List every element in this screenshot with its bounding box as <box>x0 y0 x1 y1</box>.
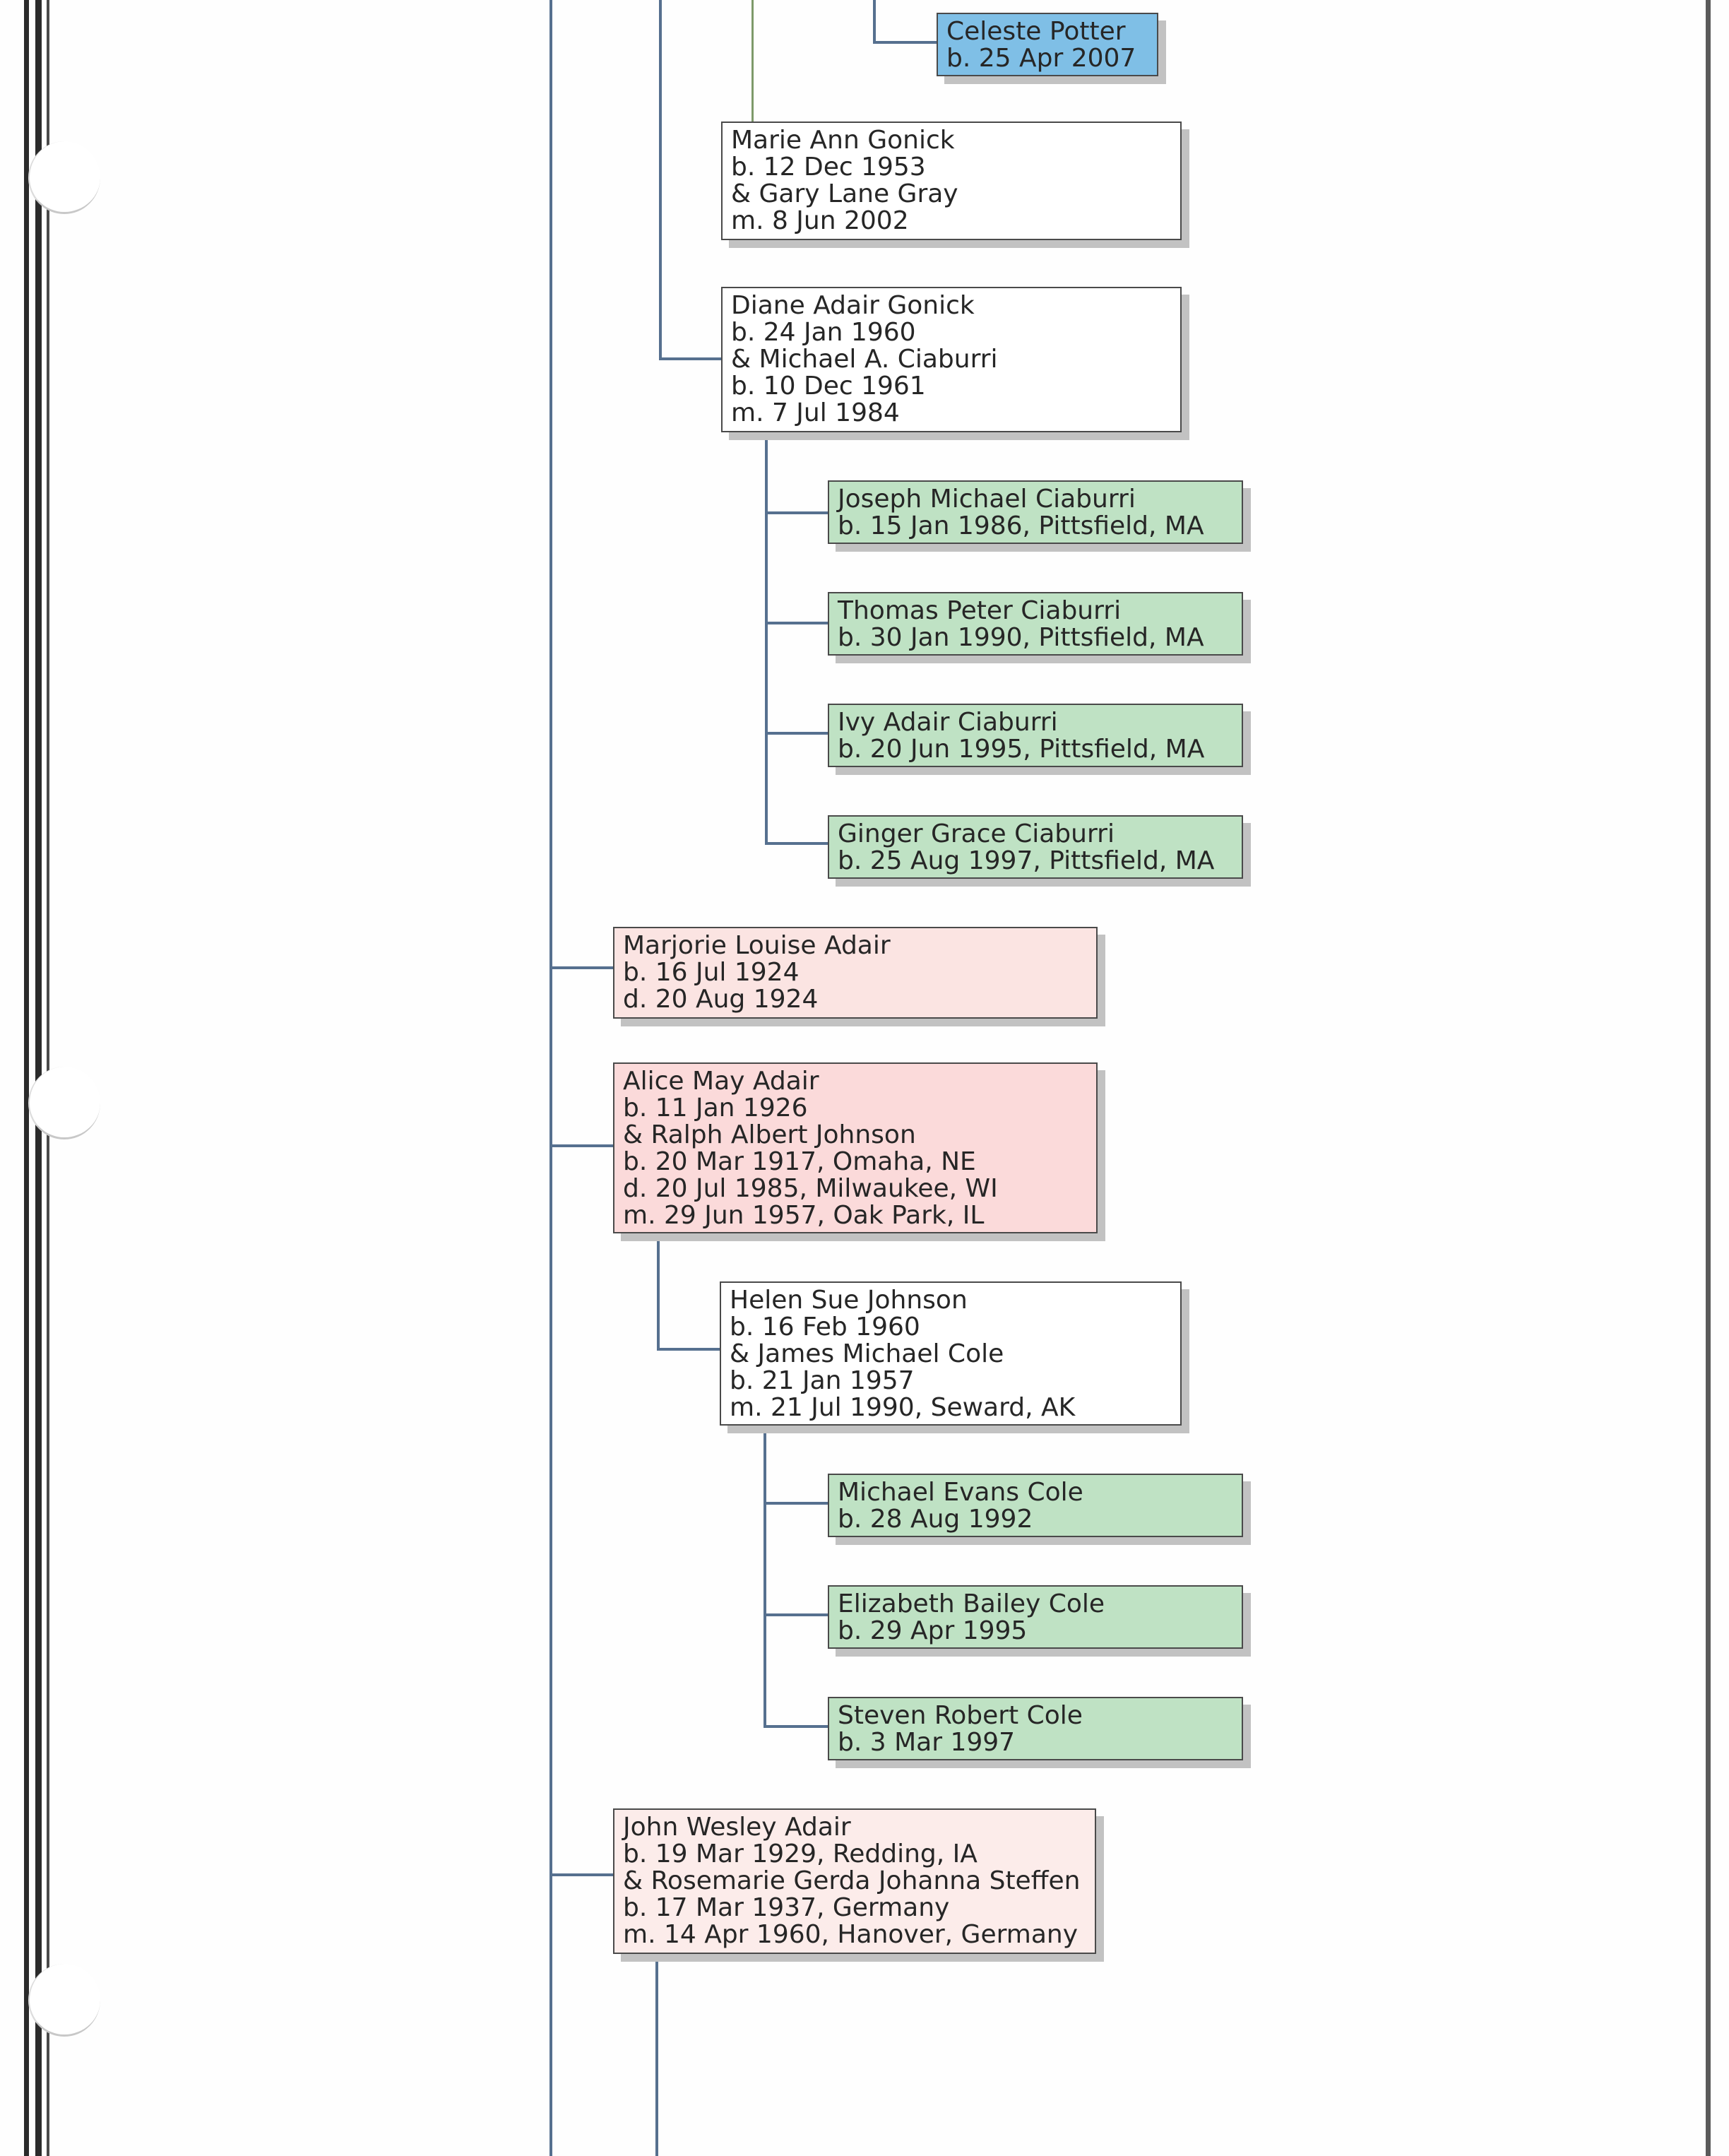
person-detail: b. 12 Dec 1953 <box>731 153 926 182</box>
branch-line-potter <box>873 0 876 44</box>
branch-line-johnson <box>657 1232 660 1351</box>
spouse-name: & Michael A. Ciaburri <box>731 345 998 374</box>
person-detail: m. 7 Jul 1984 <box>731 398 900 427</box>
spouse-name: & Gary Lane Gray <box>731 179 958 208</box>
person-detail: b. 28 Aug 1992 <box>838 1505 1033 1534</box>
person-detail: b. 11 Jan 1926 <box>623 1094 808 1123</box>
person-detail: b. 30 Jan 1990, Pittsfield, MA <box>838 623 1204 652</box>
connector-alice <box>549 1144 614 1147</box>
person-detail: b. 20 Jun 1995, Pittsfield, MA <box>838 735 1205 764</box>
connector-celeste <box>873 41 937 44</box>
person-box-diane-adair-gonick: Diane Adair Gonick b. 24 Jan 1960 & Mich… <box>721 287 1182 432</box>
person-detail: m. 29 Jun 1957, Oak Park, IL <box>623 1201 985 1230</box>
person-detail: b. 21 Jan 1957 <box>730 1366 915 1395</box>
branch-line-cole <box>764 1424 766 1728</box>
spouse-name: & Ralph Albert Johnson <box>623 1120 916 1149</box>
person-box-helen-sue-johnson: Helen Sue Johnson b. 16 Feb 1960 & James… <box>720 1281 1182 1426</box>
connector-helen <box>657 1348 720 1351</box>
person-detail: b. 20 Mar 1917, Omaha, NE <box>623 1147 976 1176</box>
person-box-marie-ann-gonick: Marie Ann Gonick b. 12 Dec 1953 & Gary L… <box>721 122 1182 240</box>
person-detail: b. 19 Mar 1929, Redding, IA <box>623 1840 978 1868</box>
person-detail: b. 3 Mar 1997 <box>838 1728 1016 1757</box>
branch-line-gonick <box>659 0 662 360</box>
person-detail: m. 14 Apr 1960, Hanover, Germany <box>623 1920 1079 1949</box>
spouse-name: & Rosemarie Gerda Johanna Steffen <box>623 1866 1081 1895</box>
connector-steven <box>764 1725 830 1728</box>
person-detail: b. 25 Aug 1997, Pittsfield, MA <box>838 846 1215 875</box>
person-name: Alice May Adair <box>623 1067 819 1096</box>
connector-marie-ann <box>751 0 754 122</box>
person-name: Diane Adair Gonick <box>731 291 975 320</box>
connector-ivy <box>765 732 830 735</box>
connector-elizabeth <box>764 1613 830 1616</box>
connector-diane <box>659 357 721 360</box>
person-box-thomas-peter-ciaburri: Thomas Peter Ciaburri b. 30 Jan 1990, Pi… <box>828 592 1243 656</box>
person-box-steven-robert-cole: Steven Robert Cole b. 3 Mar 1997 <box>828 1697 1243 1760</box>
connector-ginger <box>765 842 830 845</box>
person-name: Marie Ann Gonick <box>731 126 955 155</box>
person-detail: b. 29 Apr 1995 <box>838 1616 1028 1645</box>
spouse-name: & James Michael Cole <box>730 1339 1004 1368</box>
person-detail: m. 8 Jun 2002 <box>731 206 909 235</box>
connector-joseph <box>765 511 830 514</box>
person-name: Ivy Adair Ciaburri <box>838 708 1058 737</box>
person-name: Marjorie Louise Adair <box>623 931 891 960</box>
branch-line-john <box>655 1953 658 2156</box>
branch-line-ciaburri <box>765 432 768 845</box>
connector-marjorie <box>549 966 614 969</box>
person-detail: b. 15 Jan 1986, Pittsfield, MA <box>838 511 1204 540</box>
person-box-joseph-michael-ciaburri: Joseph Michael Ciaburri b. 15 Jan 1986, … <box>828 480 1243 544</box>
person-detail: d. 20 Aug 1924 <box>623 985 819 1014</box>
person-box-michael-evans-cole: Michael Evans Cole b. 28 Aug 1992 <box>828 1474 1243 1537</box>
person-detail: b. 17 Mar 1937, Germany <box>623 1893 950 1922</box>
person-box-ginger-grace-ciaburri: Ginger Grace Ciaburri b. 25 Aug 1997, Pi… <box>828 815 1243 879</box>
person-box-john-wesley-adair: John Wesley Adair b. 19 Mar 1929, Reddin… <box>613 1808 1096 1954</box>
binder-hole <box>28 1067 100 1139</box>
person-detail: b. 24 Jan 1960 <box>731 318 916 347</box>
person-name: Ginger Grace Ciaburri <box>838 819 1115 848</box>
person-box-alice-may-adair: Alice May Adair b. 11 Jan 1926 & Ralph A… <box>613 1062 1098 1233</box>
binder-edge-line <box>24 0 29 2156</box>
page-right-edge <box>1706 0 1711 2156</box>
person-name: Michael Evans Cole <box>838 1478 1083 1507</box>
person-name: Elizabeth Bailey Cole <box>838 1589 1105 1618</box>
connector-john <box>549 1873 614 1876</box>
person-name: Steven Robert Cole <box>838 1701 1083 1730</box>
person-box-elizabeth-bailey-cole: Elizabeth Bailey Cole b. 29 Apr 1995 <box>828 1585 1243 1649</box>
person-name: John Wesley Adair <box>623 1813 851 1842</box>
person-detail: b. 25 Apr 2007 <box>946 44 1136 73</box>
person-detail: m. 21 Jul 1990, Seward, AK <box>730 1393 1076 1422</box>
person-name: Helen Sue Johnson <box>730 1286 968 1315</box>
trunk-line <box>549 0 552 2156</box>
person-name: Celeste Potter <box>946 17 1126 46</box>
person-box-celeste-potter: Celeste Potter b. 25 Apr 2007 <box>937 13 1158 76</box>
connector-thomas <box>765 622 830 624</box>
person-detail: b. 16 Feb 1960 <box>730 1313 920 1341</box>
person-detail: d. 20 Jul 1985, Milwaukee, WI <box>623 1174 998 1203</box>
person-name: Joseph Michael Ciaburri <box>838 485 1136 514</box>
connector-michael <box>764 1502 830 1505</box>
person-detail: b. 16 Jul 1924 <box>623 958 800 987</box>
person-detail: b. 10 Dec 1961 <box>731 372 926 401</box>
person-box-marjorie-louise-adair: Marjorie Louise Adair b. 16 Jul 1924 d. … <box>613 927 1098 1019</box>
person-name: Thomas Peter Ciaburri <box>838 596 1122 625</box>
binder-hole <box>28 1964 100 2037</box>
person-box-ivy-adair-ciaburri: Ivy Adair Ciaburri b. 20 Jun 1995, Pitts… <box>828 704 1243 767</box>
binder-hole <box>28 141 100 214</box>
